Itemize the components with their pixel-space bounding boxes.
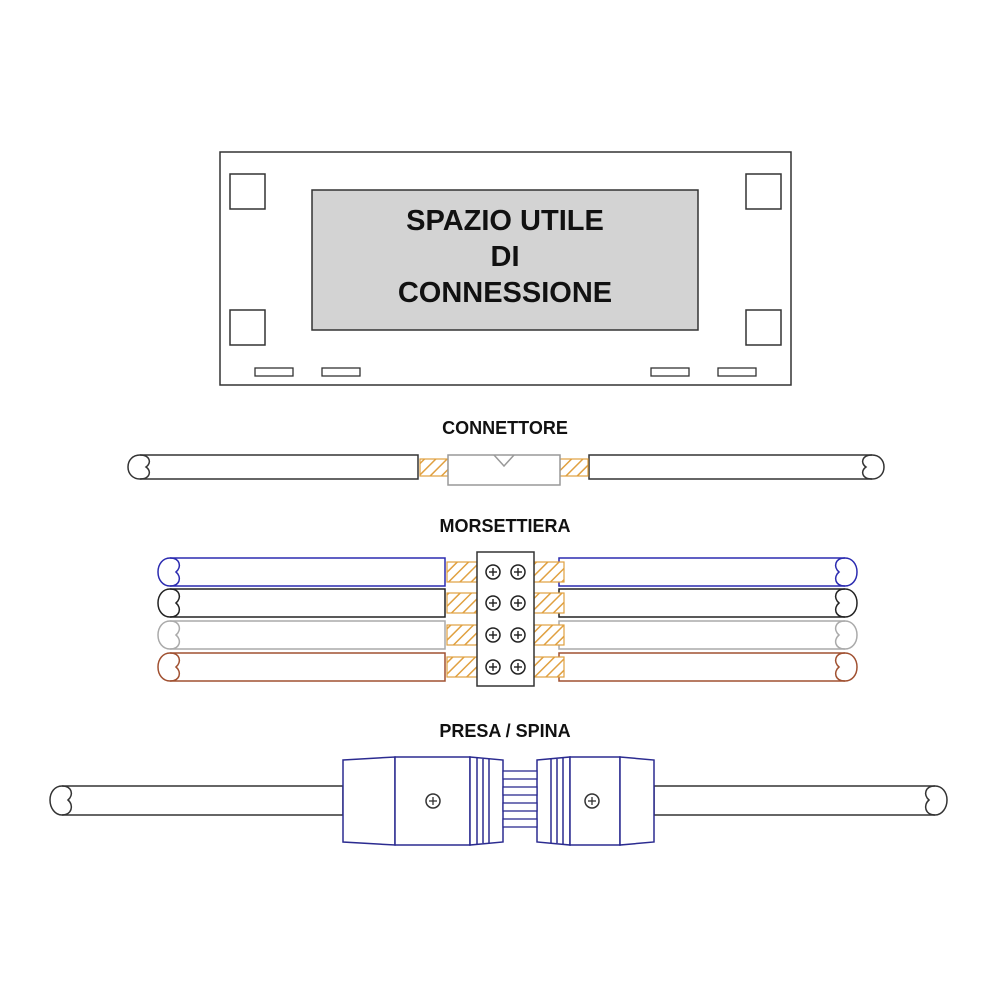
wire-right-4	[558, 652, 858, 682]
copper-pad-left-3	[446, 624, 478, 646]
copper-pad-left-2	[446, 592, 478, 614]
panel-line-2: DI	[491, 241, 520, 273]
panel-line-1: SPAZIO UTILE	[406, 205, 604, 237]
wire-left-end-1	[169, 557, 181, 587]
copper-pad-right-3	[533, 624, 565, 646]
socket-presa	[342, 756, 504, 846]
wire-right-1	[558, 557, 858, 587]
plug-pins	[502, 770, 538, 828]
copper-pad-right	[559, 458, 589, 477]
presa-spina-section: PRESA / SPINA	[49, 721, 948, 846]
terminal-screws	[485, 564, 526, 675]
copper-pad-right-1	[533, 561, 565, 583]
copper-pad-right-4	[533, 656, 565, 678]
morsettiera-section: MORSETTIERA	[157, 516, 858, 687]
strip-right	[588, 454, 885, 480]
wire-right-end-1	[834, 557, 846, 587]
slot-3	[650, 367, 690, 377]
cable-right	[653, 785, 948, 816]
wire-right-end-4	[834, 652, 846, 682]
copper-pad-left	[419, 458, 449, 477]
strip-left-end	[139, 454, 151, 480]
wire-right-2	[558, 588, 858, 618]
connector-clip	[447, 454, 561, 486]
wire-right-end-3	[834, 620, 846, 650]
connector-notch	[493, 454, 515, 468]
usable-space-panel	[311, 189, 699, 331]
corner-square-tl	[229, 173, 266, 210]
wire-left-end-2	[169, 588, 181, 618]
cable-right-end	[924, 785, 936, 816]
plug-screw	[584, 793, 600, 809]
copper-pad-right-2	[533, 592, 565, 614]
strip-left	[127, 454, 419, 480]
connection-box: SPAZIO UTILE DI CONNESSIONE	[219, 151, 792, 386]
connettore-section: CONNETTORE	[127, 418, 885, 486]
wire-right-end-2	[834, 588, 846, 618]
socket-screw	[425, 793, 441, 809]
corner-square-tr	[745, 173, 782, 210]
wire-left-2	[157, 588, 446, 618]
slot-4	[717, 367, 757, 377]
terminal-wires	[157, 557, 858, 682]
wire-left-3	[157, 620, 446, 650]
slot-1	[254, 367, 294, 377]
corner-square-bl	[229, 309, 266, 346]
wire-left-4	[157, 652, 446, 682]
copper-pad-left-4	[446, 656, 478, 678]
wire-left-end-3	[169, 620, 181, 650]
morsettiera-label: MORSETTIERA	[439, 516, 570, 536]
connettore-label: CONNETTORE	[442, 418, 568, 438]
presa-spina-label: PRESA / SPINA	[439, 721, 570, 741]
wire-left-end-4	[169, 652, 181, 682]
cable-left-end	[61, 785, 73, 816]
wire-left-1	[157, 557, 446, 587]
slot-2	[321, 367, 361, 377]
copper-pad-left-1	[446, 561, 478, 583]
panel-line-3: CONNESSIONE	[398, 277, 612, 309]
wire-right-3	[558, 620, 858, 650]
cable-left	[49, 785, 344, 816]
strip-right-end	[861, 454, 873, 480]
corner-square-br	[745, 309, 782, 346]
